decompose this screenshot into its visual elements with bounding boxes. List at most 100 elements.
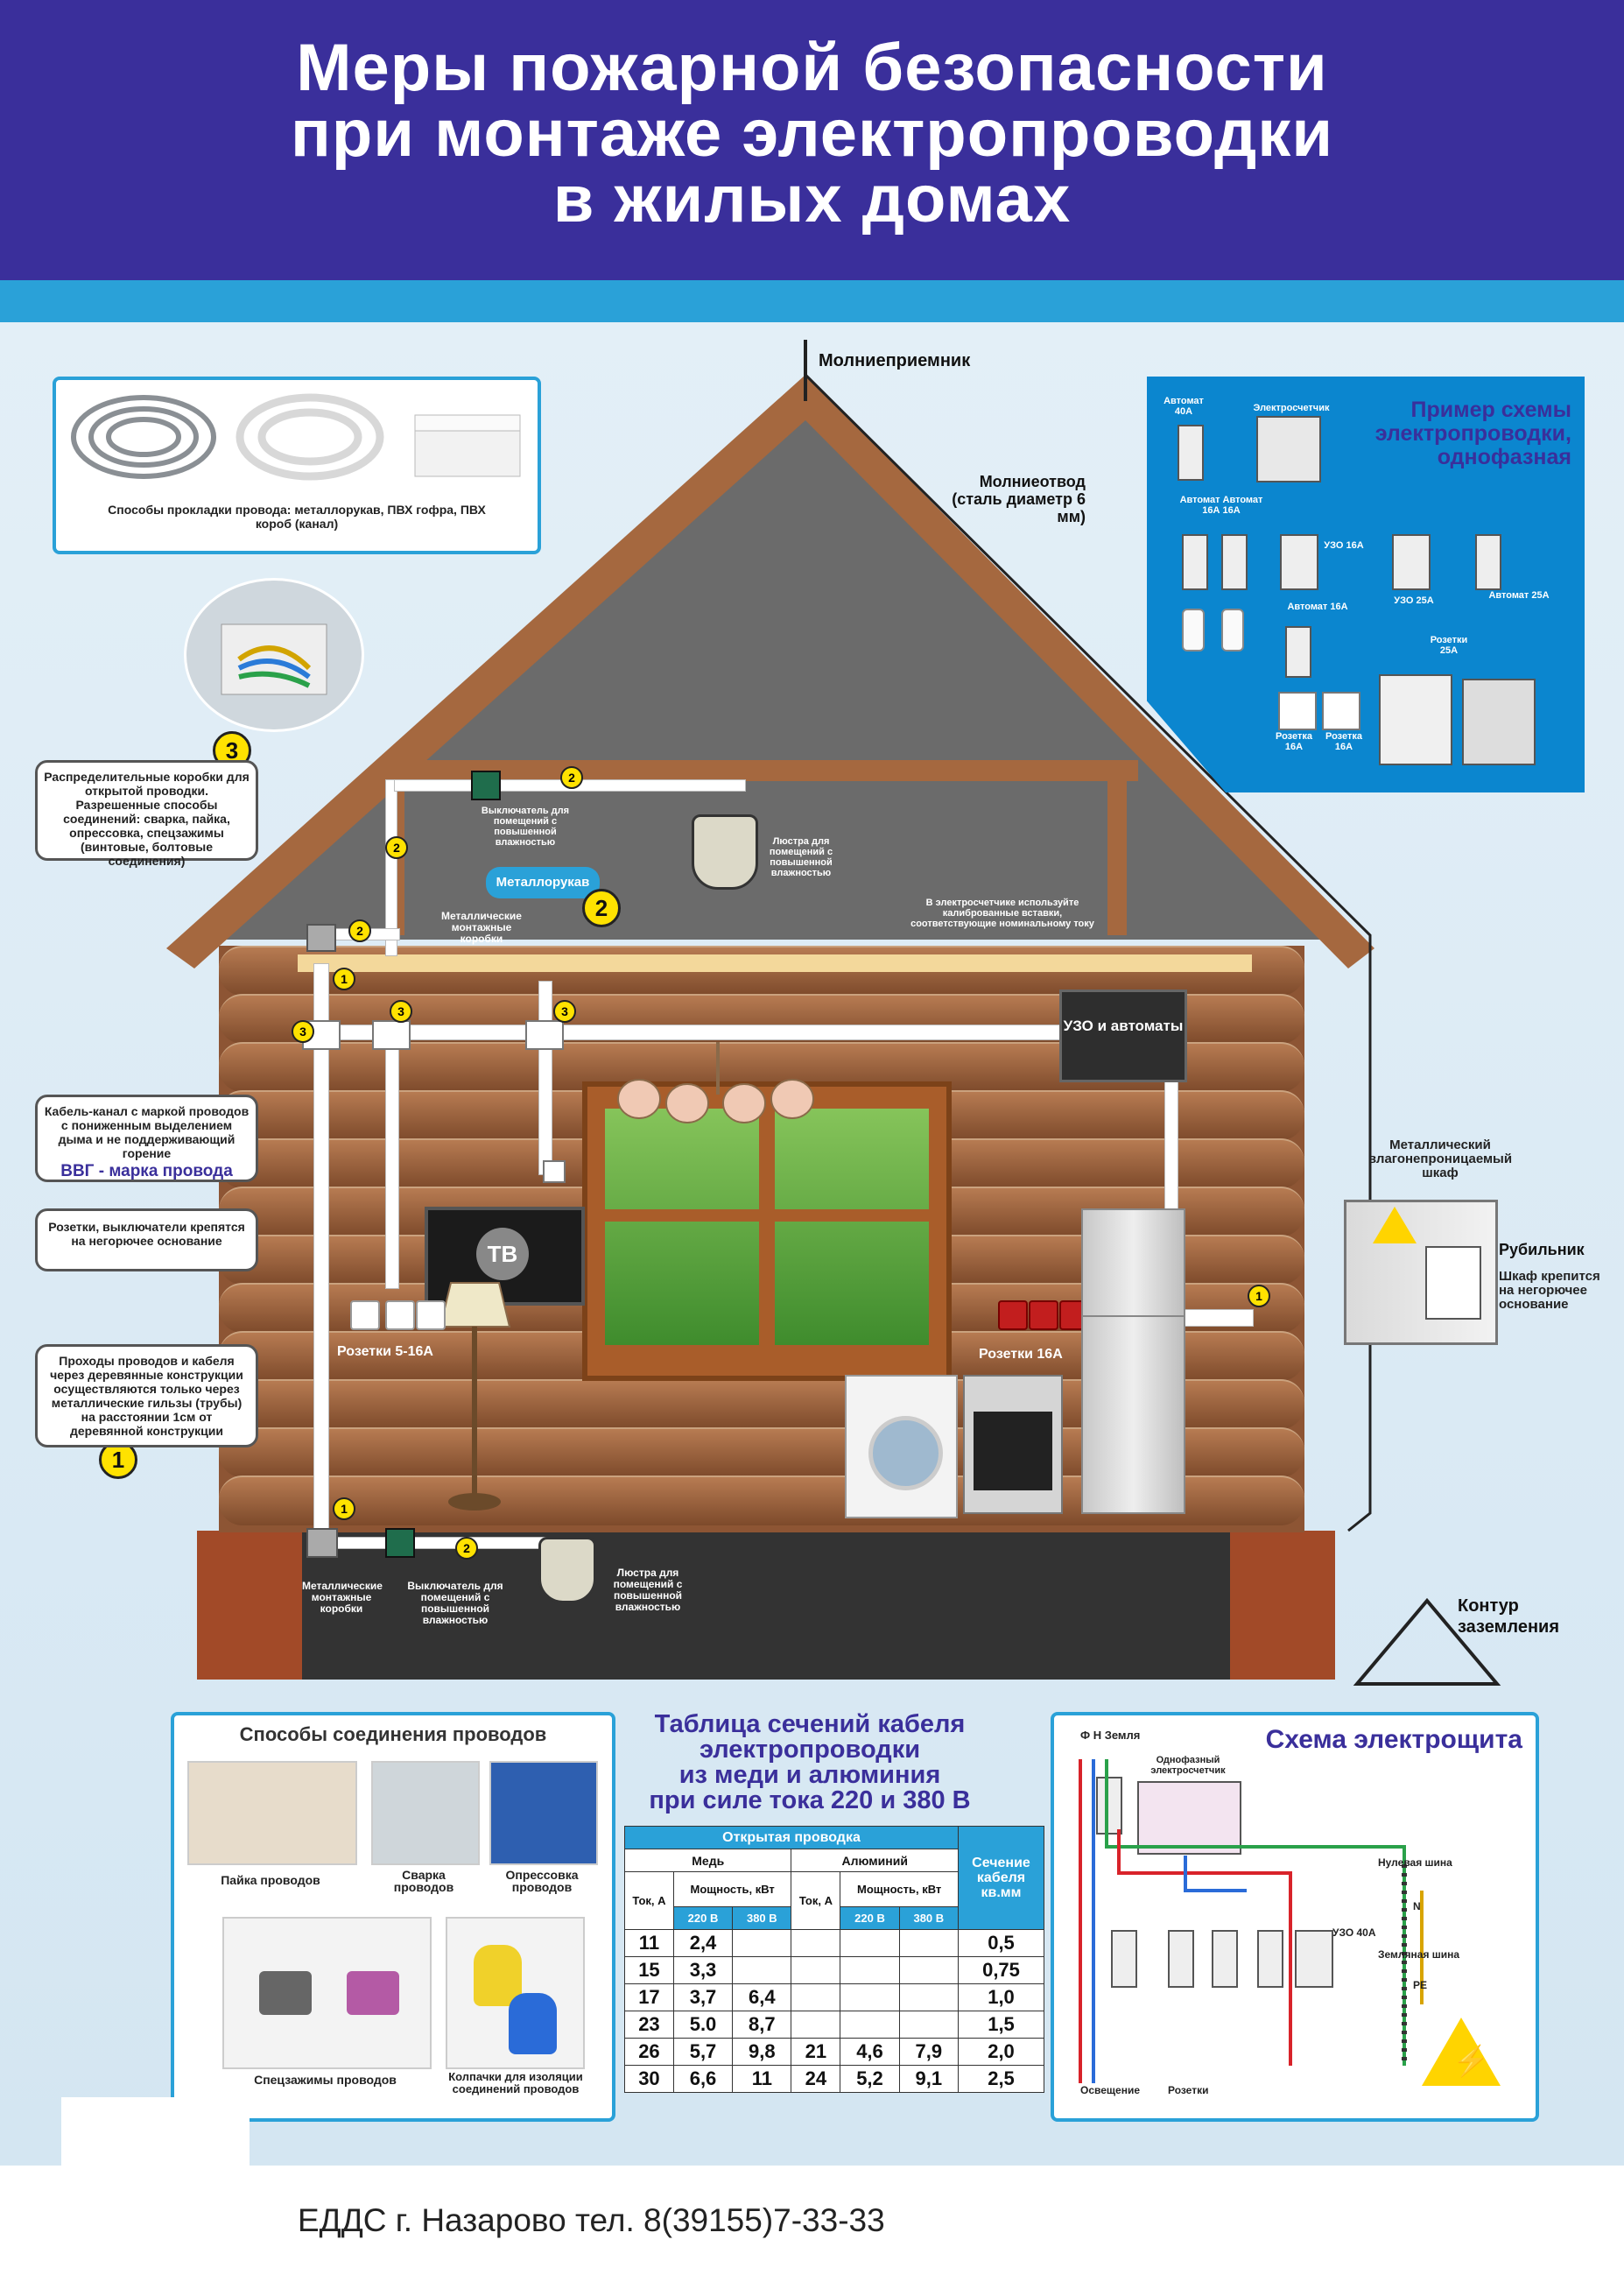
cable-section-cell: 0,75 <box>958 1956 1044 1984</box>
cabinet-mount-label: Шкаф крепится на негорючее основание <box>1499 1269 1600 1312</box>
cable-brand: ВВГ - марка провода <box>60 1162 233 1180</box>
cable-table-cell: 11 <box>732 2065 792 2093</box>
scheme-breaker-a <box>1182 534 1208 590</box>
copper-380-header: 380 В <box>732 1906 792 1930</box>
chandelier <box>613 1042 823 1138</box>
junction-box-2 <box>372 1020 411 1050</box>
cable-samples-image <box>71 393 521 481</box>
cable-section-cell: 1,5 <box>958 2011 1044 2039</box>
footer-contact: ЕДДС г. Назарово тел. 8(39155)7-33-33 <box>298 2202 885 2238</box>
cable-table: Открытая проводка Сечение кабеля кв.мм М… <box>623 1826 1044 2093</box>
header-banner: Меры пожарной безопасности при монтаже э… <box>0 0 1624 280</box>
shield-meter <box>1137 1781 1241 1855</box>
rcd-panel: УЗО и автоматы <box>1059 990 1187 1082</box>
cabinet-switch-label: Рубильник <box>1499 1241 1585 1258</box>
junction-boxes-note: Распределительные коробки для открытой п… <box>35 760 258 868</box>
title-line-2: при монтаже электропроводки <box>290 96 1334 171</box>
open-wiring-header: Открытая проводка <box>624 1826 959 1849</box>
cable-table-cell: 26 <box>624 2038 674 2066</box>
basement-lamp <box>538 1537 596 1603</box>
socket-right-1 <box>998 1300 1028 1330</box>
danger-icon <box>1422 2018 1501 2086</box>
cable-title-1: Таблица сечений кабеля <box>654 1710 966 1738</box>
scheme-breakers-16: Автомат Автомат 16А 16А <box>1179 495 1263 516</box>
connections-title: Способы соединения проводов <box>239 1723 547 1745</box>
cable-table-cell: 8,7 <box>732 2011 792 2039</box>
copper-header: Медь <box>623 1849 792 1872</box>
crimp-photo <box>489 1761 598 1865</box>
shield-title: Схема электрощита <box>1265 1725 1522 1754</box>
scheme-example-panel: Пример схемы электропроводки, однофазная… <box>1147 377 1585 792</box>
attic-cable-vertical <box>385 779 397 956</box>
small-badge-2d: 2 <box>455 1537 478 1560</box>
metal-cabinet <box>1344 1200 1498 1345</box>
cable-table-cell: 6,4 <box>732 1983 792 2011</box>
cable-table-cell: 5,2 <box>840 2065 900 2093</box>
cable-table-cell <box>791 1983 841 2011</box>
connection-label-1: Пайка проводов <box>221 1873 320 1887</box>
shield-pe: PE <box>1413 1979 1428 1991</box>
lightning-conductor-label: Молниеотвод (сталь диаметр 6 мм) <box>952 473 1086 525</box>
cable-table-cell: 24 <box>791 2065 841 2093</box>
socket-left-3 <box>416 1300 446 1330</box>
title-line-1: Меры пожарной безопасности <box>296 31 1328 105</box>
light-switch <box>543 1160 566 1183</box>
cable-table-cell: 9,8 <box>732 2038 792 2066</box>
scheme-breaker-c <box>1285 626 1311 678</box>
small-badge-1c: 1 <box>1248 1285 1270 1307</box>
cable-section-cell: 1,0 <box>958 1983 1044 2011</box>
cable-table-cell: 23 <box>624 2011 674 2039</box>
basement-boxes-label: Металлические монтажные коробки <box>302 1580 383 1615</box>
scheme-breaker-b <box>1221 534 1248 590</box>
shield-meter-label: Однофазный электросчетчик <box>1150 1755 1226 1776</box>
scheme-breaker-16b-label: Автомат 16А <box>1287 602 1348 612</box>
scheme-example-title: Пример схемы электропроводки, однофазная <box>1374 398 1571 469</box>
cable-table-cell: 2,4 <box>672 1929 734 1957</box>
shield-lighting-label: Освещение <box>1080 2084 1140 2096</box>
basement-metal-box <box>306 1528 338 1558</box>
grounding-label: Контур заземления <box>1458 1596 1559 1637</box>
floor-lamp <box>438 1278 512 1515</box>
cable-table-cell: 17 <box>624 1983 674 2011</box>
cabinet-title: Металлический влагонепроницаемый шкаф <box>1367 1137 1513 1180</box>
wiring-methods-caption: Способы прокладки провода: металлорукав,… <box>108 503 486 531</box>
shield-n: N <box>1413 1900 1421 1912</box>
shield-zero-bus: Нулевая шина <box>1378 1856 1452 1869</box>
shield-panel: Схема электрощита Ф Н Земля Однофазный э… <box>1051 1712 1539 2122</box>
wiring-methods-panel: Способы прокладки провода: металлорукав,… <box>53 377 541 554</box>
cable-table-cell: 21 <box>791 2038 841 2066</box>
small-badge-2a: 2 <box>560 766 583 789</box>
scheme-breaker-40-device <box>1178 425 1204 481</box>
shield-breaker-1 <box>1111 1930 1137 1988</box>
attic-lamp-label: Люстра для помещений с повышенной влажно… <box>769 836 833 878</box>
cable-table-cell <box>791 1929 841 1957</box>
vertical-cable-3 <box>538 981 552 1175</box>
scheme-rcd-16-label: УЗО 16А <box>1324 540 1364 551</box>
main-cable-run <box>306 1025 1166 1040</box>
small-badge-3c: 3 <box>553 1000 576 1023</box>
badge-two: 2 <box>582 889 621 927</box>
lightning-rod-label: Молниеприемник <box>819 351 971 370</box>
title-line-3: в жилых домах <box>552 162 1072 236</box>
scheme-socket-b <box>1322 692 1360 730</box>
cable-table-cell <box>898 2011 960 2039</box>
cable-title-2: электропроводки <box>699 1736 921 1764</box>
scheme-socket-25-label: Розетки 25А <box>1430 635 1468 656</box>
copper-current-header: Ток, А <box>624 1871 674 1930</box>
copper-220-header: 220 В <box>672 1906 734 1930</box>
meter-note: В электросчетчике используйте калиброван… <box>910 898 1094 929</box>
cable-table-cell <box>840 1956 900 1984</box>
cable-table-cell: 5,7 <box>672 2038 734 2066</box>
shield-sockets-label: Розетки <box>1168 2084 1209 2096</box>
cable-table-cell: 7,9 <box>898 2038 960 2066</box>
attic-metal-box <box>306 924 336 952</box>
scheme-breaker-25-label: Автомат 25А <box>1488 590 1550 601</box>
scheme-lamp-a <box>1182 609 1205 651</box>
cable-table-cell <box>840 1929 900 1957</box>
cable-table-cell: 5.0 <box>672 2011 734 2039</box>
